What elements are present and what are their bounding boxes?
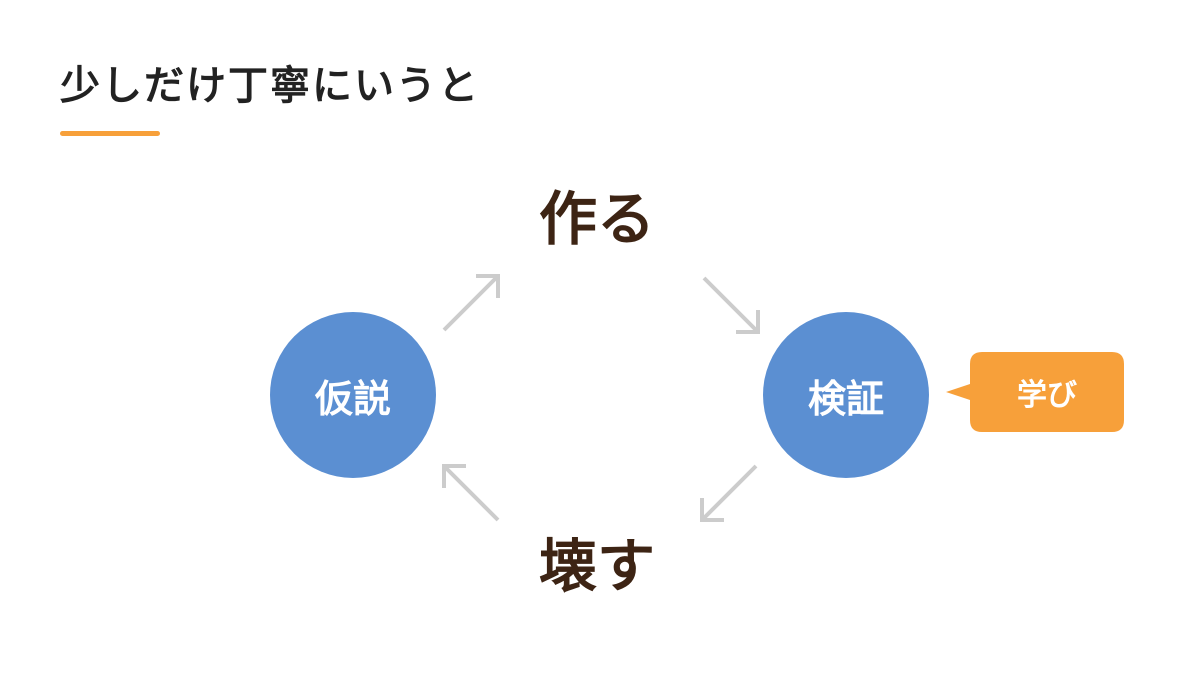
title-underline — [60, 131, 160, 136]
arrow-down-left-icon — [700, 464, 758, 522]
learning-callout-label: 学び — [1017, 378, 1077, 413]
node-hypothesis: 仮説 — [270, 312, 436, 478]
slide-title: 少しだけ丁寧にいうと — [60, 63, 480, 109]
learning-callout: 学び — [970, 352, 1124, 432]
node-make: 作る — [538, 185, 655, 253]
node-hypothesis-label: 仮説 — [314, 376, 391, 421]
arrow-down-right-icon — [702, 276, 760, 334]
node-verification: 検証 — [763, 312, 929, 478]
learning-callout-bubble — [946, 352, 1124, 432]
node-break: 壊す — [538, 532, 655, 600]
arrow-up-right-icon — [442, 274, 500, 332]
node-verification-label: 検証 — [807, 376, 884, 421]
arrow-up-left-icon — [442, 464, 500, 522]
